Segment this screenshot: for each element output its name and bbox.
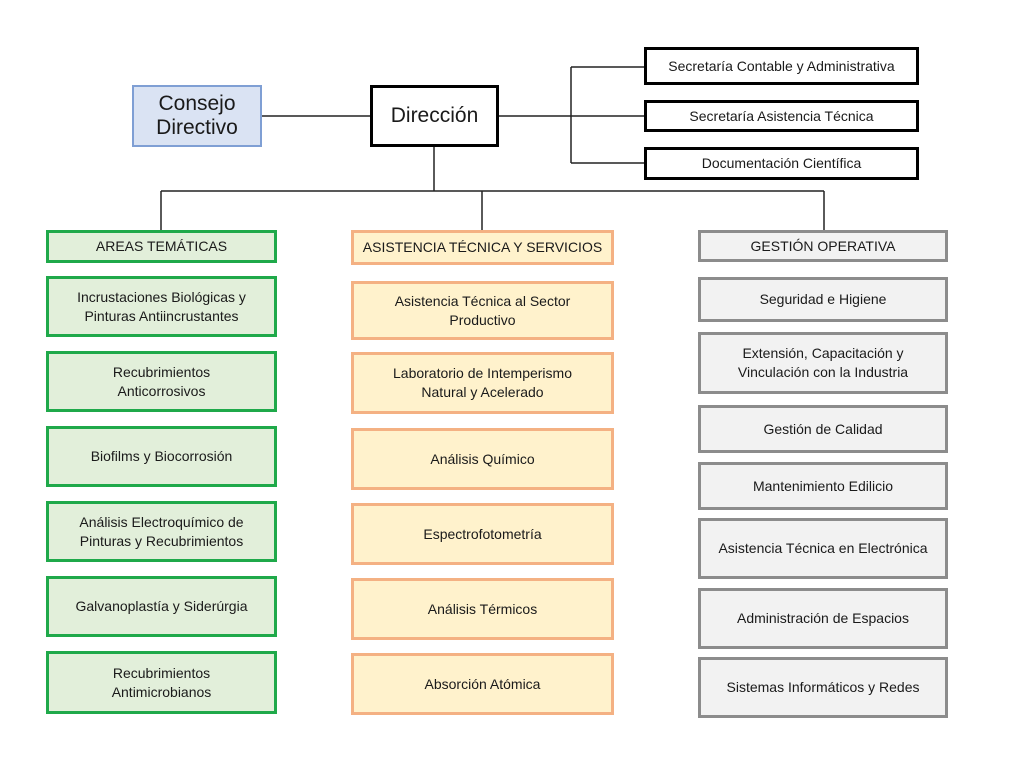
- asistencia-item-label: Asistencia Técnica al Sector Productivo: [394, 292, 571, 328]
- gestion-item-label: Sistemas Informáticos y Redes: [726, 679, 920, 696]
- gestion-item: Gestión de Calidad: [698, 405, 948, 453]
- gestion-operativa-header-label: GESTIÓN OPERATIVA: [750, 237, 896, 254]
- secretaria-contable-label: Secretaría Contable y Administrativa: [668, 57, 895, 74]
- gestion-item-label: Administración de Espacios: [737, 610, 909, 627]
- area-item: Galvanoplastía y Siderúrgia: [46, 576, 277, 637]
- secretaria-contable-box: Secretaría Contable y Administrativa: [644, 47, 919, 85]
- area-item-label: Recubrimientos Antimicrobianos: [111, 664, 212, 700]
- asistencia-item: Asistencia Técnica al Sector Productivo: [351, 281, 614, 340]
- area-item: Biofilms y Biocorrosión: [46, 426, 277, 487]
- asistencia-item-label: Análisis Térmicos: [427, 600, 538, 617]
- asistencia-item-label: Espectrofotometría: [423, 525, 542, 542]
- asistencia-item: Laboratorio de Intemperismo Natural y Ac…: [351, 352, 614, 414]
- gestion-item: Administración de Espacios: [698, 588, 948, 649]
- areas-tematicas-header: AREAS TEMÁTICAS: [46, 230, 277, 263]
- consejo-directivo-label: Consejo Directivo: [156, 91, 238, 139]
- direccion-box: Dirección: [370, 85, 499, 147]
- asistencia-tecnica-header-label: ASISTENCIA TÉCNICA Y SERVICIOS: [362, 239, 603, 256]
- area-item: Recubrimientos Anticorrosivos: [46, 351, 277, 412]
- area-item-label: Recubrimientos Anticorrosivos: [112, 363, 211, 399]
- secretaria-asistencia-box: Secretaría Asistencia Técnica: [644, 100, 919, 132]
- secretaria-asistencia-label: Secretaría Asistencia Técnica: [689, 107, 874, 124]
- gestion-item: Extensión, Capacitación y Vinculación co…: [698, 332, 948, 394]
- gestion-item: Mantenimiento Edilicio: [698, 462, 948, 510]
- direccion-label: Dirección: [390, 103, 479, 127]
- asistencia-item-label: Absorción Atómica: [424, 675, 541, 692]
- gestion-item: Seguridad e Higiene: [698, 277, 948, 322]
- gestion-item-label: Mantenimiento Edilicio: [752, 477, 894, 494]
- gestion-item-label: Extensión, Capacitación y Vinculación co…: [737, 345, 909, 380]
- asistencia-item: Espectrofotometría: [351, 503, 614, 565]
- asistencia-item-label: Laboratorio de Intemperismo Natural y Ac…: [393, 365, 572, 400]
- area-item: Análisis Electroquímico de Pinturas y Re…: [46, 501, 277, 562]
- area-item: Recubrimientos Antimicrobianos: [46, 651, 277, 714]
- gestion-operativa-header: GESTIÓN OPERATIVA: [698, 230, 948, 262]
- area-item-label: Incrustaciones Biológicas y Pinturas Ant…: [77, 288, 246, 324]
- asistencia-tecnica-header: ASISTENCIA TÉCNICA Y SERVICIOS: [351, 230, 614, 265]
- asistencia-item: Absorción Atómica: [351, 653, 614, 715]
- documentacion-cientifica-label: Documentación Científica: [701, 155, 862, 172]
- gestion-item: Asistencia Técnica en Electrónica: [698, 518, 948, 579]
- area-item-label: Biofilms y Biocorrosión: [90, 448, 233, 465]
- asistencia-item: Análisis Químico: [351, 428, 614, 490]
- area-item-label: Galvanoplastía y Siderúrgia: [75, 598, 248, 615]
- documentacion-cientifica-box: Documentación Científica: [644, 147, 919, 180]
- areas-tematicas-header-label: AREAS TEMÁTICAS: [95, 238, 228, 255]
- asistencia-item-label: Análisis Químico: [430, 450, 535, 467]
- area-item-label: Análisis Electroquímico de Pinturas y Re…: [79, 513, 244, 549]
- gestion-item: Sistemas Informáticos y Redes: [698, 657, 948, 718]
- area-item: Incrustaciones Biológicas y Pinturas Ant…: [46, 276, 277, 337]
- gestion-item-label: Seguridad e Higiene: [759, 291, 887, 308]
- asistencia-item: Análisis Térmicos: [351, 578, 614, 640]
- gestion-item-label: Gestión de Calidad: [763, 420, 883, 437]
- consejo-directivo-box: Consejo Directivo: [132, 85, 262, 147]
- gestion-item-label: Asistencia Técnica en Electrónica: [718, 540, 928, 557]
